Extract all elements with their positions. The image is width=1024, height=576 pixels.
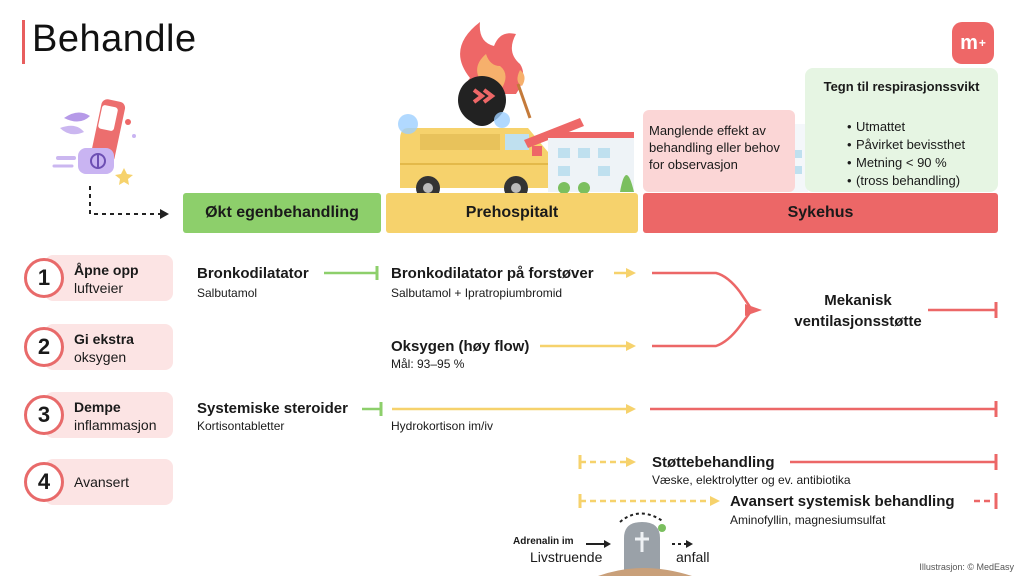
step-2-number: 2 <box>24 327 64 367</box>
step-2-label: Gi ekstra oksygen <box>74 330 134 366</box>
ambulance-icon <box>398 22 634 200</box>
bronchodilator-detail: Salbutamol <box>197 286 258 300</box>
logo-letter: m <box>960 31 978 54</box>
step-4-number: 4 <box>24 462 64 502</box>
steroids-detail: Kortisontabletter <box>197 419 285 433</box>
logo-plus: + <box>978 36 986 50</box>
sign-saturation-note: (tross behandling) <box>847 172 996 190</box>
oxygen-detail: Mål: 93–95 % <box>391 357 465 371</box>
step-4-label: Avansert <box>74 473 129 491</box>
steroids-name: Systemiske steroider <box>197 400 348 417</box>
sign-saturation: Metning < 90 % <box>847 154 996 172</box>
credit-text: Illustrasjon: © MedEasy <box>919 562 1014 572</box>
stage-hospital: Sykehus <box>643 193 998 233</box>
hydrocortisone-detail: Hydrokortison im/iv <box>391 419 494 433</box>
advanced-name: Avansert systemisk behandling <box>730 493 955 510</box>
dotted-arrow <box>89 186 160 215</box>
stage-prehospital: Prehospitalt <box>386 193 638 233</box>
step-1-number: 1 <box>24 258 64 298</box>
step-2-subtitle: oksygen <box>74 349 127 365</box>
step-1-pill <box>45 255 173 301</box>
ventilation-line2: ventilasjonsstøtte <box>794 313 922 330</box>
medeasy-logo: m+ <box>952 22 994 64</box>
title-accent-bar <box>22 20 25 64</box>
step-2-pill <box>45 324 173 370</box>
page-title: Behandle <box>32 18 197 60</box>
step-1-label: Åpne opp luftveier <box>74 261 139 297</box>
step-4-pill <box>45 459 173 505</box>
step-1-subtitle: luftveier <box>74 280 124 296</box>
nebulizer-detail: Salbutamol + Ipratropiumbromid <box>391 286 563 300</box>
oxygen-name: Oksygen (høy flow) <box>391 338 530 355</box>
bronchodilator-name: Bronkodilatator <box>197 265 309 282</box>
observation-box <box>643 110 795 192</box>
inhaler-icon <box>52 99 136 185</box>
life-threatening-label: Livstruende <box>530 549 603 565</box>
attack-label: anfall <box>676 549 710 565</box>
ventilation-line1: Mekanisk <box>824 292 892 309</box>
sign-exhausted: Utmattet <box>847 118 996 136</box>
advanced-detail: Aminofyllin, magnesiumsulfat <box>730 513 886 527</box>
step-3-number: 3 <box>24 395 64 435</box>
stage-self-treatment: Økt egenbehandling <box>183 193 381 233</box>
supportive-detail: Væske, elektrolytter og ev. antibiotika <box>652 473 851 487</box>
respiratory-failure-title: Tegn til respirasjonssvikt <box>823 79 980 94</box>
step-3-label: Dempe inflammasjon <box>74 398 156 434</box>
nebulizer-name: Bronkodilatator på forstøver <box>391 265 594 282</box>
step-4-subtitle: Avansert <box>74 474 129 490</box>
adrenaline-label: Adrenalin im <box>513 536 574 547</box>
step-1-title: Åpne opp <box>74 262 139 278</box>
sign-consciousness: Påvirket bevissthet <box>847 136 996 154</box>
respiratory-failure-signs: Utmattet Påvirket bevissthet Metning < 9… <box>847 118 996 190</box>
supportive-name: Støttebehandling <box>652 454 775 471</box>
step-2-title: Gi ekstra <box>74 331 134 347</box>
step-3-subtitle: inflammasjon <box>74 417 157 433</box>
step-3-pill <box>45 392 173 438</box>
step-3-title: Dempe <box>74 399 121 415</box>
gravestone-icon <box>586 512 693 576</box>
observation-text: Manglende effekt av behandling eller beh… <box>649 123 780 172</box>
